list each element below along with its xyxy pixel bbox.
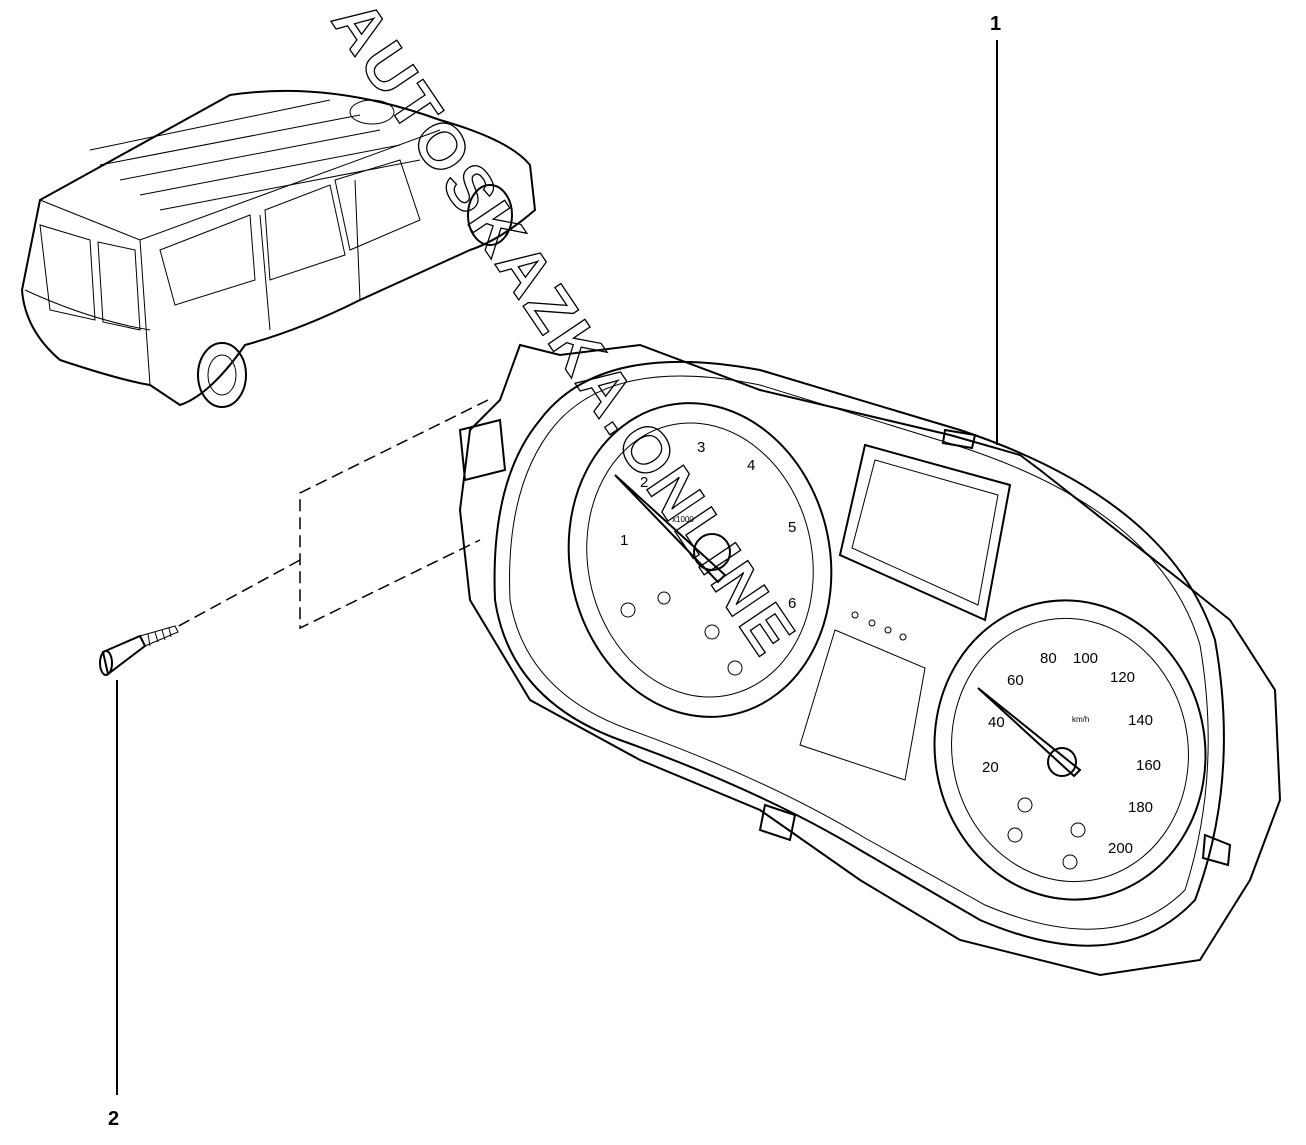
speed-tick-40: 40 <box>988 714 1005 731</box>
speed-tick-120: 120 <box>1110 669 1135 686</box>
tach-unit: x1000 <box>672 515 694 524</box>
speed-tick-180: 180 <box>1128 799 1153 816</box>
tach-tick-5: 5 <box>788 519 796 536</box>
tach-tick-4: 4 <box>747 457 755 474</box>
tach-tick-6: 6 <box>788 595 796 612</box>
callout-2-label: 2 <box>108 1108 119 1130</box>
lcd-display <box>838 443 1012 622</box>
speed-tick-20: 20 <box>982 759 999 776</box>
tach-tick-3: 3 <box>697 439 705 456</box>
watermark: AUTOSKAZKA.ONLINE <box>318 0 811 670</box>
callout-1-label: 1 <box>990 13 1001 35</box>
vehicle-illustration <box>20 89 537 408</box>
tachometer-needle <box>614 474 727 584</box>
speed-tick-160: 160 <box>1136 757 1161 774</box>
speed-tick-80: 80 <box>1040 650 1057 667</box>
speedometer-needle <box>977 687 1082 778</box>
speed-tick-140: 140 <box>1128 712 1153 729</box>
screw-guide-line <box>174 559 301 629</box>
speed-tick-100: 100 <box>1073 650 1098 667</box>
tach-tick-1: 1 <box>620 532 628 549</box>
tach-tick-2: 2 <box>640 474 648 491</box>
speed-tick-60: 60 <box>1007 672 1024 689</box>
screw <box>99 625 179 676</box>
instrument-cluster: 1 2 3 4 5 6 x1000 20 40 60 80 100 120 14… <box>458 343 1282 977</box>
speed-unit: km/h <box>1072 715 1089 724</box>
speed-tick-200: 200 <box>1108 840 1133 857</box>
